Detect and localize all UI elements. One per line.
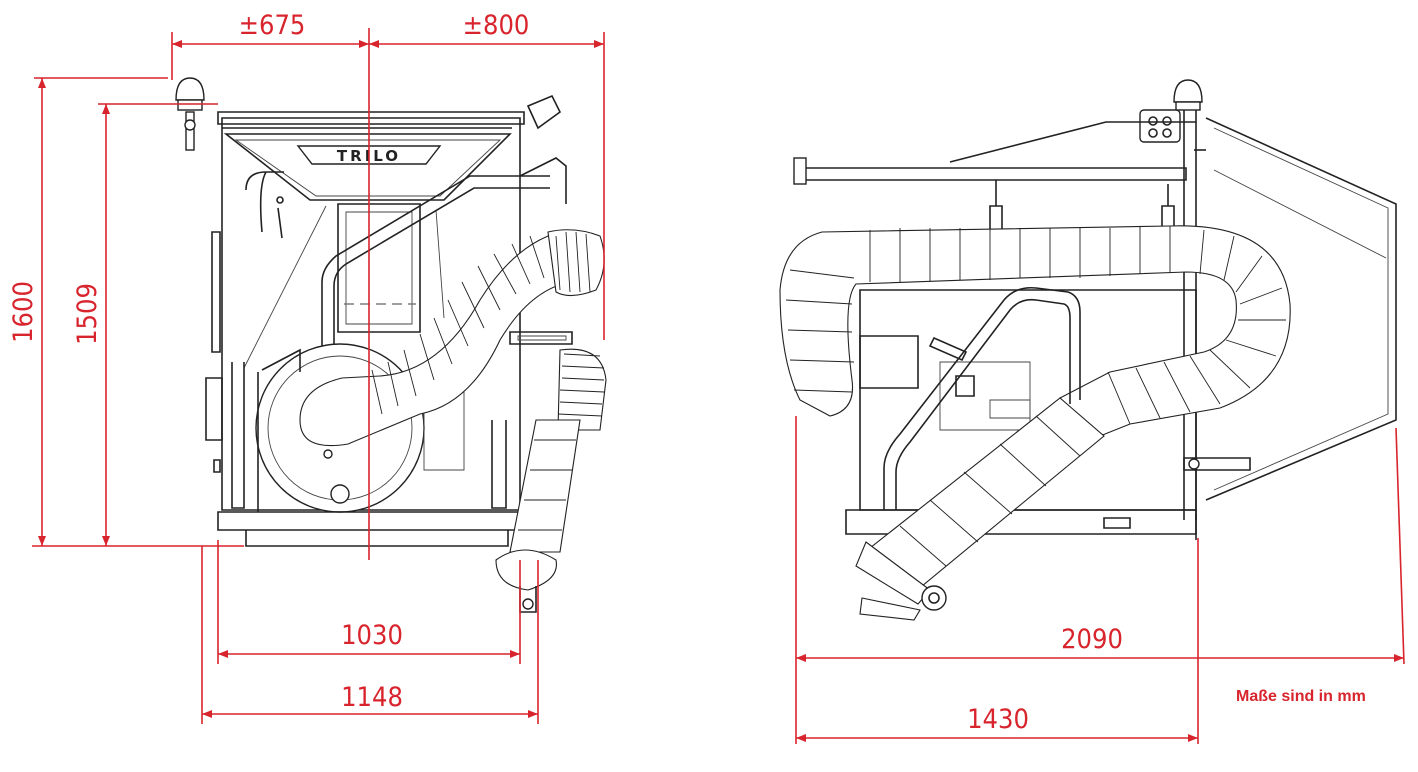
nozzle-right (855, 397, 1105, 621)
left-view-dimensions (32, 28, 605, 724)
right-view-dimension-labels: 2090 1430 (967, 624, 1123, 735)
suction-hose-left (299, 229, 605, 447)
ti-emblem (245, 171, 284, 239)
dim-top-right: ±800 (463, 10, 530, 41)
trilo-logo-text: TRILO (337, 147, 401, 165)
dim-height-inner: 1509 (72, 283, 103, 345)
right-view-dimensions (795, 416, 1405, 744)
dim-length-partial: 1430 (967, 704, 1029, 735)
suction-hose-right (779, 225, 1291, 437)
right-view-machine (779, 79, 1397, 621)
left-view-dimension-labels: ±675 ±800 1600 1509 1030 1148 (8, 10, 529, 713)
dim-length-total: 2090 (1061, 624, 1123, 655)
dim-top-left: ±675 (239, 10, 306, 41)
dim-width-outer: 1148 (341, 682, 403, 713)
beacon-lamp-left (175, 77, 205, 151)
beacon-lamp-right (1139, 79, 1203, 143)
hanging-hose-left (495, 348, 607, 613)
left-view-machine: TRILO (175, 77, 607, 613)
dim-width-inner: 1030 (341, 620, 403, 651)
units-note: Maße sind in mm (1236, 688, 1366, 705)
dim-height-outer: 1600 (8, 281, 39, 343)
